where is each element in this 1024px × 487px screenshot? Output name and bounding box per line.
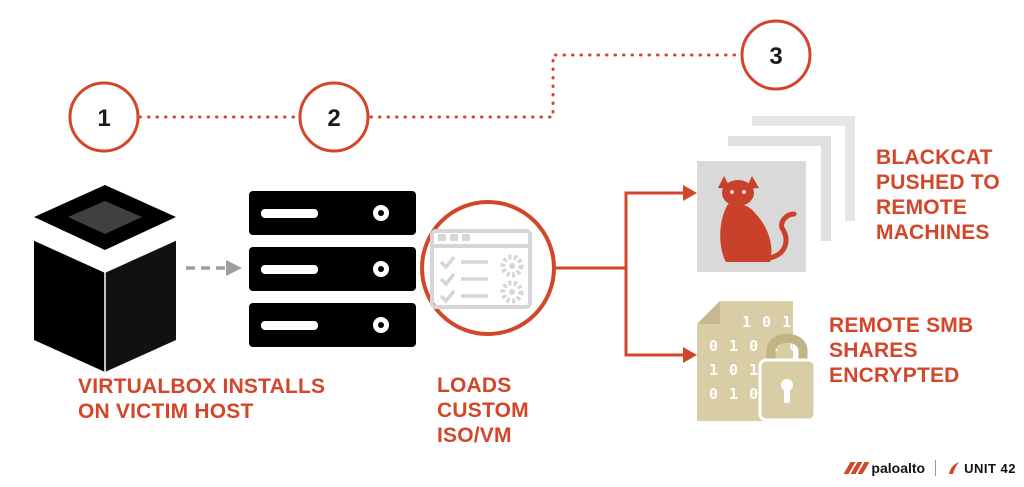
remote-machines-stack bbox=[697, 116, 855, 272]
arrowhead-bottom bbox=[683, 347, 697, 363]
cat-eyes bbox=[730, 190, 746, 194]
branch-connector bbox=[556, 191, 685, 357]
step-number-3: 3 bbox=[769, 43, 782, 70]
step-connector-dotted bbox=[138, 53, 743, 119]
smb-label-line-2: SHARES bbox=[829, 339, 918, 362]
smb-label: REMOTE SMB SHARES ENCRYPTED bbox=[829, 313, 973, 388]
unit42-logo: UNIT 42 bbox=[946, 461, 1016, 476]
padlock-icon bbox=[758, 333, 817, 422]
loads-label-line-2: CUSTOM bbox=[437, 399, 529, 422]
footer-divider bbox=[935, 460, 937, 476]
virtualbox-label: VIRTUALBOX INSTALLS ON VICTIM HOST bbox=[78, 374, 325, 424]
binary-line-1: 1 0 1 bbox=[742, 313, 792, 331]
step-marker-1: 1 bbox=[68, 81, 140, 153]
smb-label-line-3: ENCRYPTED bbox=[829, 364, 960, 387]
dashed-arrow bbox=[186, 260, 242, 276]
step-number-1: 1 bbox=[97, 105, 110, 132]
step-number-2: 2 bbox=[327, 105, 340, 132]
blackcat-label-line-1: BLACKCAT bbox=[876, 146, 993, 169]
virtualbox-label-line-1: VIRTUALBOX INSTALLS bbox=[78, 375, 326, 398]
server-stack-icon bbox=[249, 191, 416, 347]
footer-branding: paloalto UNIT 42 bbox=[843, 458, 1016, 478]
paloalto-wordmark: paloalto bbox=[871, 460, 926, 476]
smb-label-line-1: REMOTE SMB bbox=[829, 314, 974, 337]
virtualbox-cube-icon bbox=[33, 185, 177, 372]
arrowhead-top bbox=[683, 185, 697, 201]
blackcat-label-line-3: REMOTE bbox=[876, 196, 968, 219]
step-marker-2: 2 bbox=[298, 81, 370, 153]
paloalto-mark-icon bbox=[843, 462, 870, 474]
blackcat-label-line-4: MACHINES bbox=[876, 221, 990, 244]
loads-label-line-1: LOADS bbox=[437, 374, 512, 397]
loads-iso-label: LOADS CUSTOM ISO/VM bbox=[437, 373, 529, 448]
blackcat-label: BLACKCAT PUSHED TO REMOTE MACHINES bbox=[876, 145, 1000, 245]
unit42-wordmark: UNIT 42 bbox=[964, 460, 1016, 476]
iso-checklist-icon bbox=[420, 200, 556, 336]
loads-label-line-3: ISO/VM bbox=[437, 424, 512, 447]
binary-line-4: 0 1 0 bbox=[709, 385, 759, 403]
virtualbox-label-line-2: ON VICTIM HOST bbox=[78, 400, 254, 423]
blackcat-label-line-2: PUSHED TO bbox=[876, 171, 1000, 194]
unit42-mark-icon bbox=[949, 462, 960, 474]
step-marker-3: 3 bbox=[740, 19, 812, 91]
paloalto-logo: paloalto bbox=[843, 460, 926, 476]
blackcat-icon bbox=[718, 176, 797, 262]
